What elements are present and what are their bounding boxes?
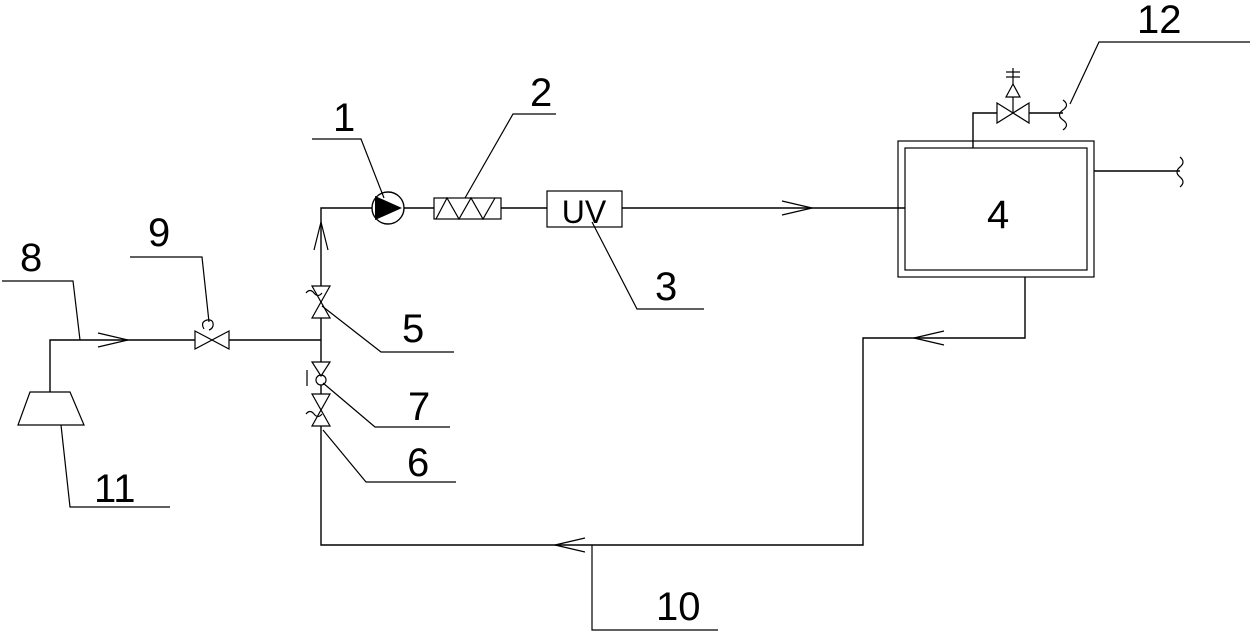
heater-coil-icon (433, 196, 502, 221)
inlet-line (49, 332, 321, 392)
leader-lines (2, 41, 1250, 631)
labels: 1 2 3 4 5 6 7 8 9 10 11 12 (20, 0, 1182, 629)
flow-arrow-up (313, 221, 329, 251)
label-check-valve: 7 (408, 385, 430, 429)
pipe-break-icon (1058, 99, 1068, 131)
label-heater: 2 (530, 71, 552, 115)
uv-unit: UV (546, 190, 623, 230)
flow-arrow-left (554, 537, 586, 553)
inlet-valve-icon (194, 319, 230, 350)
return-line (320, 277, 1026, 553)
flow-arrow-right (781, 200, 813, 216)
label-pump: 1 (333, 96, 355, 140)
pipe-break-icon (1176, 156, 1184, 188)
supply-line (313, 200, 905, 305)
label-inlet: 8 (20, 236, 42, 280)
tank (897, 99, 1184, 278)
flow-arrow-right (97, 332, 129, 348)
valve-upper-icon (305, 285, 332, 319)
uv-unit-text: UV (562, 194, 607, 230)
flow-arrow-left (913, 330, 945, 346)
check-valve-icon (306, 361, 332, 386)
label-vent-valve: 12 (1137, 0, 1182, 42)
pump-icon (371, 191, 405, 225)
label-valve-lower: 6 (407, 441, 429, 485)
valve-lower-icon (305, 393, 332, 427)
source-unit-icon (17, 391, 85, 426)
label-source-unit: 11 (94, 467, 136, 511)
vent-valve-icon (996, 68, 1030, 125)
label-return-line: 10 (656, 585, 701, 629)
label-tank: 4 (987, 193, 1009, 237)
label-uv-unit: 3 (655, 265, 677, 309)
label-valve-upper: 5 (402, 307, 424, 351)
label-inlet-valve: 9 (148, 211, 170, 255)
